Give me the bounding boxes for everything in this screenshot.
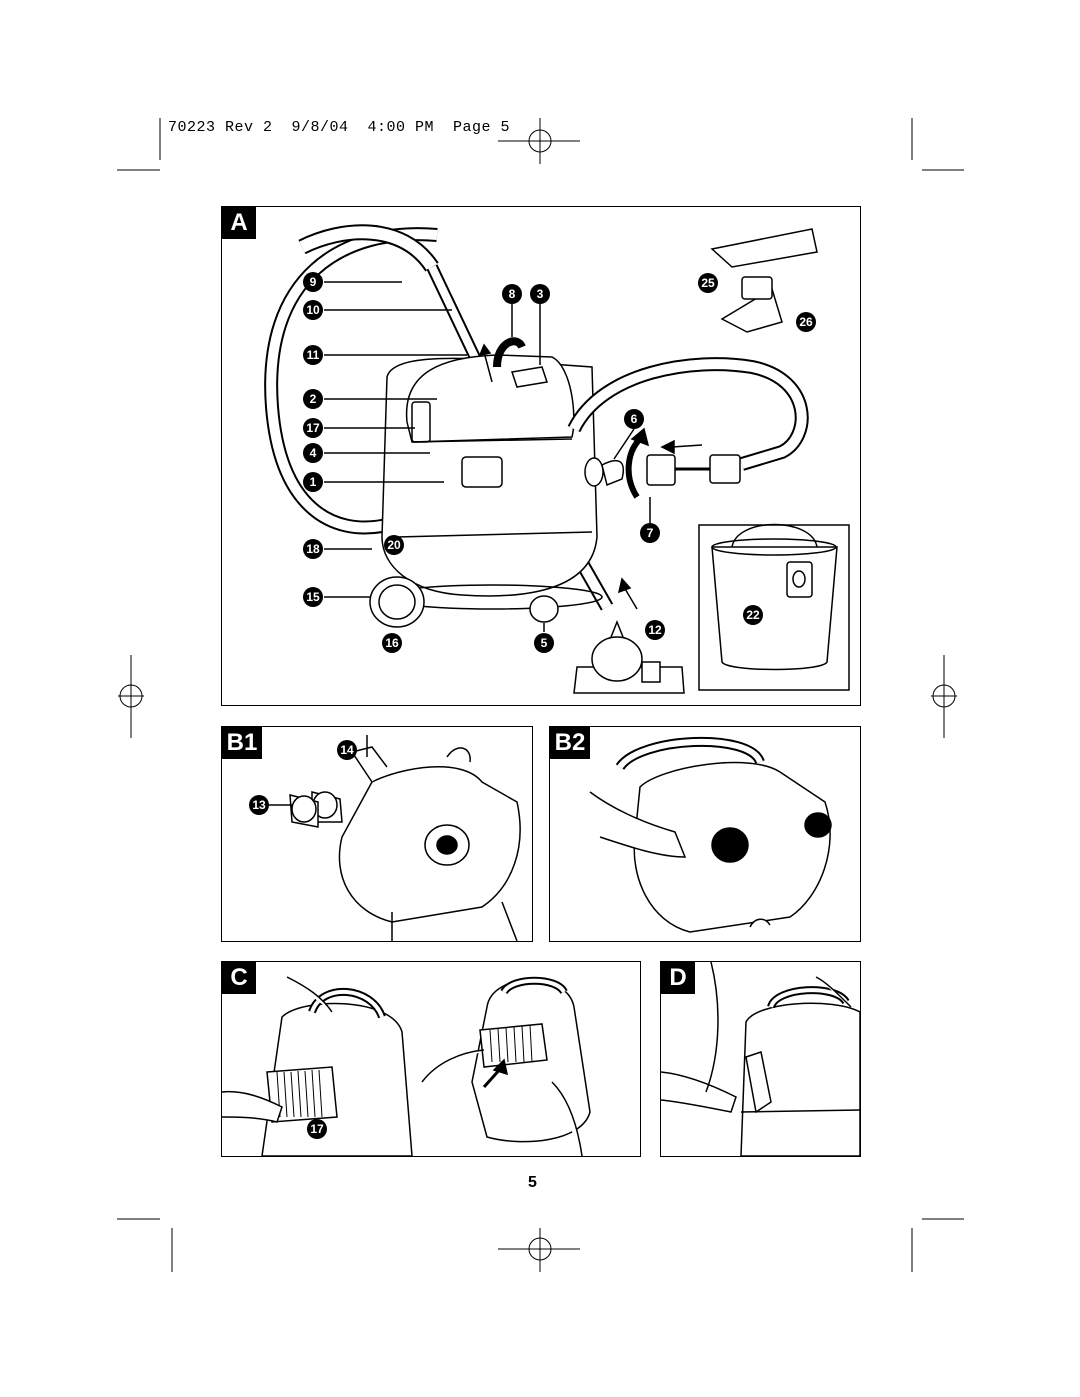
b2-knob-left [711, 827, 749, 863]
callout-3: 3 [537, 287, 544, 301]
panel-b2: B2 [549, 726, 861, 942]
callout-7: 7 [647, 526, 654, 540]
b2-hand [589, 791, 687, 858]
callout-22: 22 [746, 608, 760, 622]
callout-20: 20 [387, 538, 401, 552]
callout-5: 5 [541, 636, 548, 650]
panel-tag-b1: B1 [222, 727, 262, 759]
caster-wheel [529, 595, 559, 623]
hose-right [567, 357, 809, 471]
panel-d: D [660, 961, 861, 1157]
callout-15: 15 [306, 590, 320, 604]
callout-9: 9 [310, 275, 317, 289]
panel-b1: 14 13 B1 [221, 726, 533, 942]
panel-tag-c: C [222, 962, 256, 994]
panel-tag-d: D [661, 962, 695, 994]
c-hand-right-1 [421, 1049, 485, 1083]
b2-illustration [589, 736, 832, 933]
vacuum-assembly-illustration: 9 10 11 2 17 4 1 18 20 15 16 5 12 8 3 6 … [264, 224, 850, 694]
page-number: 5 [528, 1174, 537, 1191]
crevice-tool [710, 228, 818, 268]
callout-2: 2 [310, 392, 317, 406]
d-vacuum [740, 1002, 860, 1156]
registration-target-left [118, 655, 144, 738]
c-hand-left [222, 1090, 283, 1123]
panel-tag-a: A [222, 207, 256, 239]
callout-14: 14 [340, 743, 354, 757]
d-illustration [661, 962, 860, 1156]
callouts-a: 9 10 11 2 17 4 1 18 20 15 16 5 12 8 3 6 … [303, 272, 816, 653]
callout-1: 1 [310, 475, 317, 489]
c-illustration: 17 [222, 976, 591, 1156]
callout-16: 16 [385, 636, 399, 650]
registration-target-top [498, 118, 580, 164]
rear-wheel [369, 576, 425, 628]
callout-17: 17 [306, 421, 320, 435]
callout-18: 18 [306, 542, 320, 556]
print-slug-header: 70223 Rev 2 9/8/04 4:00 PM Page 5 [168, 119, 511, 136]
callout-12: 12 [648, 623, 662, 637]
callout-8: 8 [509, 287, 516, 301]
callout-17-c: 17 [310, 1122, 324, 1136]
callout-13: 13 [252, 798, 266, 812]
b1-illustration: 14 13 [249, 735, 521, 941]
panel-tag-b2: B2 [550, 727, 590, 759]
registration-target-bottom [498, 1228, 580, 1272]
c-hand-right-2 [551, 1081, 583, 1156]
callout-10: 10 [306, 303, 320, 317]
panel-c: 17 C [221, 961, 641, 1157]
filter-bag [711, 546, 838, 671]
callout-6: 6 [631, 412, 638, 426]
callout-26: 26 [799, 315, 813, 329]
d-hand [661, 1071, 737, 1113]
panel-a: 9 10 11 2 17 4 1 18 20 15 16 5 12 8 3 6 … [221, 206, 861, 706]
registration-target-right [931, 655, 957, 738]
b2-knob-right [804, 812, 832, 838]
callout-25: 25 [701, 276, 715, 290]
callout-11: 11 [307, 348, 320, 362]
callout-4: 4 [310, 446, 317, 460]
